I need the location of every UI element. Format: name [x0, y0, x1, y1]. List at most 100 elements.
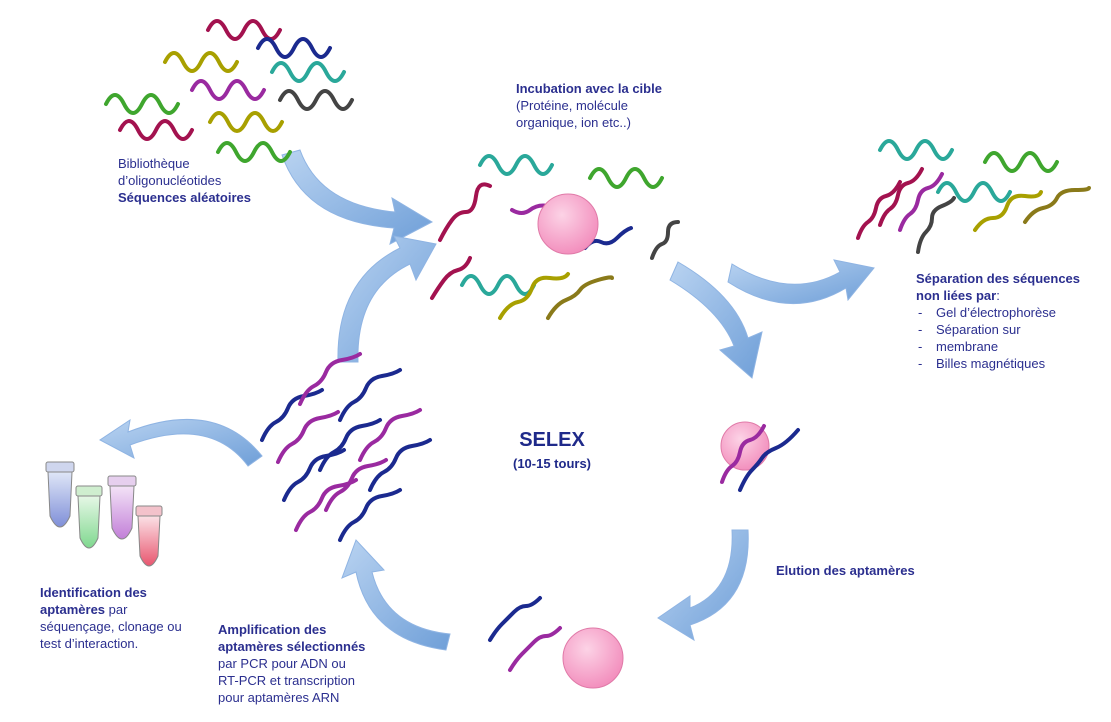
incubation-cluster	[430, 154, 680, 320]
strand	[983, 151, 1059, 173]
strand	[898, 172, 944, 232]
strand	[498, 272, 570, 320]
amplification-line2: RT-PCR et transcription	[218, 673, 356, 688]
strand	[650, 220, 680, 260]
identification-label: Identification des aptamères par séquenç…	[40, 584, 182, 652]
identification-line2: test d’interaction.	[40, 636, 139, 651]
selex-title: SELEX	[519, 429, 585, 451]
strand	[208, 111, 284, 133]
incubation-title: Incubation avec la cible	[516, 81, 662, 96]
separation-list: Gel d’électrophorèse Séparation sur memb…	[916, 304, 1080, 372]
separation-item: Gel d’électrophorèse	[916, 304, 1080, 321]
amplification-title1: Amplification des	[218, 622, 327, 637]
library-line2: d’oligonucléotides	[118, 173, 222, 188]
strand	[508, 626, 562, 672]
strand	[738, 428, 800, 492]
strand	[478, 154, 554, 176]
sample-tubes	[45, 461, 163, 567]
separation-item-cont: membrane	[916, 338, 1080, 355]
separation-item: Billes magnétiques	[916, 355, 1080, 372]
incubation-line2: organique, ion etc..)	[516, 115, 631, 130]
selex-rounds: (10-15 tours)	[512, 456, 592, 471]
arrow-cycle-left-up	[337, 235, 437, 363]
strand	[256, 37, 332, 59]
strand	[878, 139, 954, 161]
separation-item: Séparation sur	[916, 321, 1080, 338]
strand	[104, 93, 180, 115]
arrow-to-separation	[727, 259, 875, 304]
strand	[190, 79, 266, 101]
identification-title2-tail: par	[105, 602, 128, 617]
strand	[510, 203, 550, 215]
amplification-line3: pour aptamères ARN	[218, 690, 340, 705]
strand	[936, 181, 1012, 203]
strand	[163, 51, 239, 73]
separation-label: Séparation des séquences non liées par: …	[916, 270, 1080, 372]
amplified-strands	[260, 352, 432, 542]
arrows	[99, 149, 875, 651]
identification-title1: Identification des	[40, 585, 147, 600]
strand	[276, 410, 340, 464]
strand	[973, 190, 1043, 232]
separation-title1: Séparation des séquences	[916, 271, 1081, 286]
strand	[488, 596, 542, 642]
strand	[324, 458, 388, 512]
bottom-strands	[488, 596, 562, 672]
strand	[588, 167, 664, 189]
elution-strands	[720, 424, 800, 492]
amplification-title2: aptamères sélectionnés	[218, 639, 366, 654]
library-line3: Séquences aléatoires	[118, 190, 251, 205]
separated-strands	[856, 139, 1091, 254]
strand	[338, 488, 402, 542]
arrow-to-identification	[99, 418, 263, 467]
target-molecule	[562, 627, 624, 689]
arrow-library-to-incubation	[281, 149, 434, 245]
separation-title2-tail: :	[996, 288, 1000, 303]
strand	[260, 388, 324, 442]
strand	[282, 448, 346, 502]
strand	[368, 438, 432, 492]
strand	[358, 408, 422, 462]
elution-label: Elution des aptamères	[776, 563, 915, 578]
tube-icon	[75, 485, 103, 549]
strand	[298, 352, 362, 406]
strand	[216, 141, 292, 163]
target-molecule	[537, 193, 599, 255]
strand	[878, 167, 924, 227]
strand	[430, 256, 472, 300]
incubation-line1: (Protéine, molécule	[516, 98, 628, 113]
identification-title2-bold: aptamères	[40, 602, 106, 617]
strand	[583, 226, 633, 250]
library-line1: Bibliothèque	[118, 156, 190, 171]
selex-title-block: SELEX (10-15 tours)	[492, 428, 612, 476]
strand	[856, 180, 902, 240]
amplification-line1: par PCR pour ADN ou	[218, 656, 346, 671]
strand	[916, 196, 956, 254]
strand	[278, 89, 354, 111]
strand	[460, 274, 536, 296]
strand	[294, 478, 358, 532]
identification-title2: aptamères par	[40, 601, 182, 618]
amplification-label: Amplification des aptamères sélectionnés…	[218, 621, 365, 706]
strand	[720, 424, 766, 484]
library-label: Bibliothèque d’oligonucléotides Séquence…	[118, 155, 251, 206]
incubation-label: Incubation avec la cible (Protéine, molé…	[516, 80, 662, 131]
strand	[338, 368, 402, 422]
library-strands	[104, 19, 354, 163]
strand	[206, 19, 282, 41]
separation-title2-bold: non liées par	[916, 288, 997, 303]
strand	[1023, 186, 1091, 224]
arrow-elution-down	[657, 529, 749, 642]
separation-title2: non liées par:	[916, 287, 1080, 304]
arrow-cycle-bottom-left	[341, 539, 451, 651]
identification-line1: séquençage, clonage ou	[40, 619, 182, 634]
strand	[438, 182, 492, 242]
tube-icon	[135, 505, 163, 567]
strand	[546, 275, 614, 320]
strand	[118, 119, 194, 141]
strand	[270, 61, 346, 83]
arrow-incubation-to-elution	[669, 261, 763, 379]
tube-icon	[45, 461, 75, 528]
